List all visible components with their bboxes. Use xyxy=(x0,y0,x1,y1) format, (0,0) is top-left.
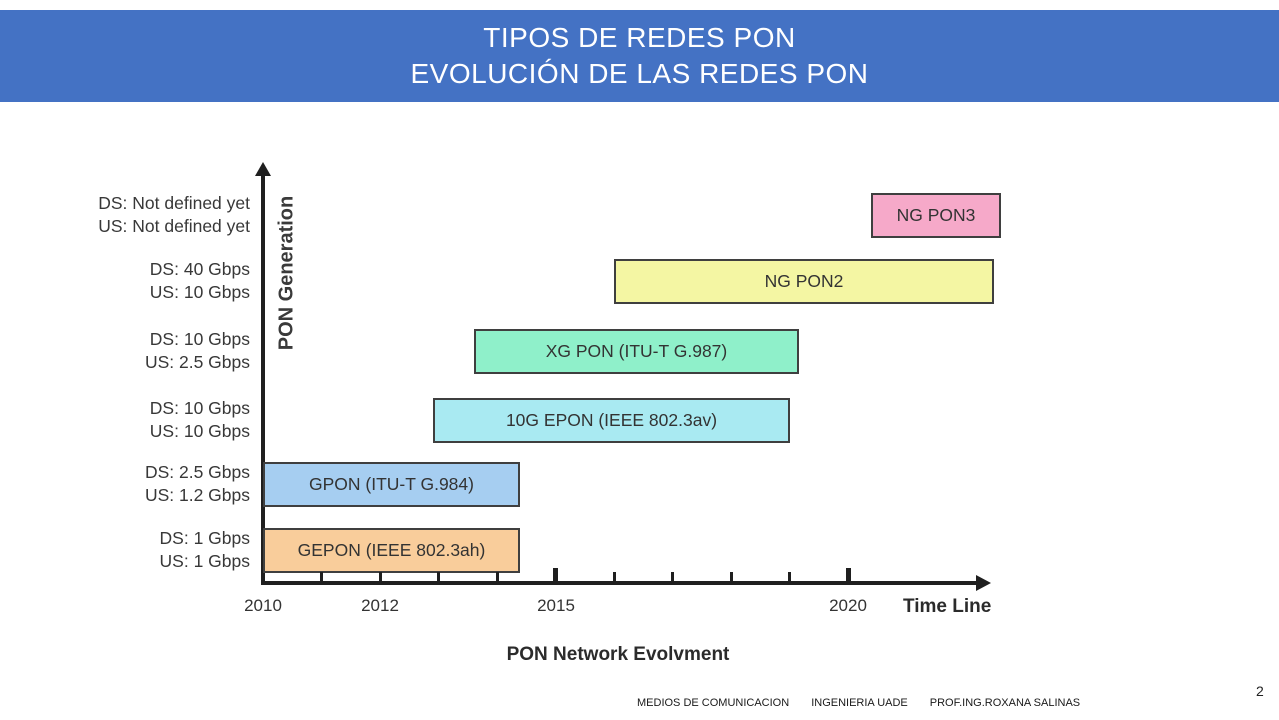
slide-title-line2: EVOLUCIÓN DE LAS REDES PON xyxy=(410,58,869,89)
timeline-bar-gepon-ieee-802-3ah: GEPON (IEEE 802.3ah) xyxy=(263,528,520,573)
timeline-bar-gpon-itu-t-g-984: GPON (ITU-T G.984) xyxy=(263,462,520,507)
bar-label: GPON (ITU-T G.984) xyxy=(309,474,474,494)
x-tick-major-2015 xyxy=(553,568,558,581)
bar-label: GEPON (IEEE 802.3ah) xyxy=(297,540,486,560)
page-number: 2 xyxy=(1256,683,1264,699)
x-tick-major-2020 xyxy=(846,568,851,581)
x-tick-minor-2012 xyxy=(379,572,382,581)
upstream-rate: US: 1 Gbps xyxy=(159,551,250,571)
x-tick-minor-2018 xyxy=(730,572,733,581)
bar-label: XG PON (ITU-T G.987) xyxy=(545,341,728,361)
timeline-bar-ng-pon2: NG PON2 xyxy=(614,259,994,304)
x-axis-arrow-icon xyxy=(976,575,991,591)
chart-caption: PON Network Evolvment xyxy=(506,644,730,665)
footer-item-course: MEDIOS DE COMUNICACION xyxy=(637,697,790,709)
upstream-rate: US: 10 Gbps xyxy=(149,282,250,302)
downstream-rate: DS: 40 Gbps xyxy=(149,259,250,279)
slide-footer: MEDIOS DE COMUNICACION INGENIERIA UADE P… xyxy=(637,697,1080,709)
x-tick-minor-2017 xyxy=(671,572,674,581)
x-tick-minor-2016 xyxy=(613,572,616,581)
timeline-bar-10g-epon-ieee-802-3av: 10G EPON (IEEE 802.3av) xyxy=(433,398,790,443)
bar-label: NG PON3 xyxy=(896,205,976,225)
footer-item-professor: PROF.ING.ROXANA SALINAS xyxy=(929,697,1081,709)
bar-label: NG PON2 xyxy=(764,271,844,291)
y-axis-label: PON Generation xyxy=(275,195,298,351)
x-axis-line xyxy=(261,581,978,585)
x-tick-minor-2019 xyxy=(788,572,791,581)
x-tick-minor-2014 xyxy=(496,572,499,581)
x-axis-label: Time Line xyxy=(903,596,992,617)
x-tick-label-2012: 2012 xyxy=(361,596,399,615)
downstream-rate: DS: 1 Gbps xyxy=(159,528,250,548)
timeline-bar-ng-pon3: NG PON3 xyxy=(871,193,1001,238)
downstream-rate: DS: 10 Gbps xyxy=(149,398,250,418)
downstream-rate: DS: 2.5 Gbps xyxy=(144,462,250,482)
y-axis-arrow-icon xyxy=(255,162,271,176)
x-tick-minor-2013 xyxy=(437,572,440,581)
x-tick-label-2010: 2010 xyxy=(244,596,282,615)
footer-item-school: INGENIERIA UADE xyxy=(811,697,908,709)
downstream-rate: DS: Not defined yet xyxy=(98,193,250,213)
upstream-rate: US: 2.5 Gbps xyxy=(144,352,250,372)
downstream-rate: DS: 10 Gbps xyxy=(149,329,250,349)
x-tick-label-2015: 2015 xyxy=(537,596,575,615)
upstream-rate: US: 1.2 Gbps xyxy=(144,485,250,505)
y-axis-line xyxy=(261,172,265,584)
x-tick-label-2020: 2020 xyxy=(829,596,867,615)
upstream-rate: US: Not defined yet xyxy=(98,216,250,236)
slide-title-line1: TIPOS DE REDES PON xyxy=(483,22,796,53)
title-banner: TIPOS DE REDES PON EVOLUCIÓN DE LAS REDE… xyxy=(0,10,1279,102)
x-tick-minor-2011 xyxy=(320,572,323,581)
bar-label: 10G EPON (IEEE 802.3av) xyxy=(505,410,718,430)
upstream-rate: US: 10 Gbps xyxy=(149,421,250,441)
timeline-bar-xg-pon-itu-t-g-987: XG PON (ITU-T G.987) xyxy=(474,329,799,374)
